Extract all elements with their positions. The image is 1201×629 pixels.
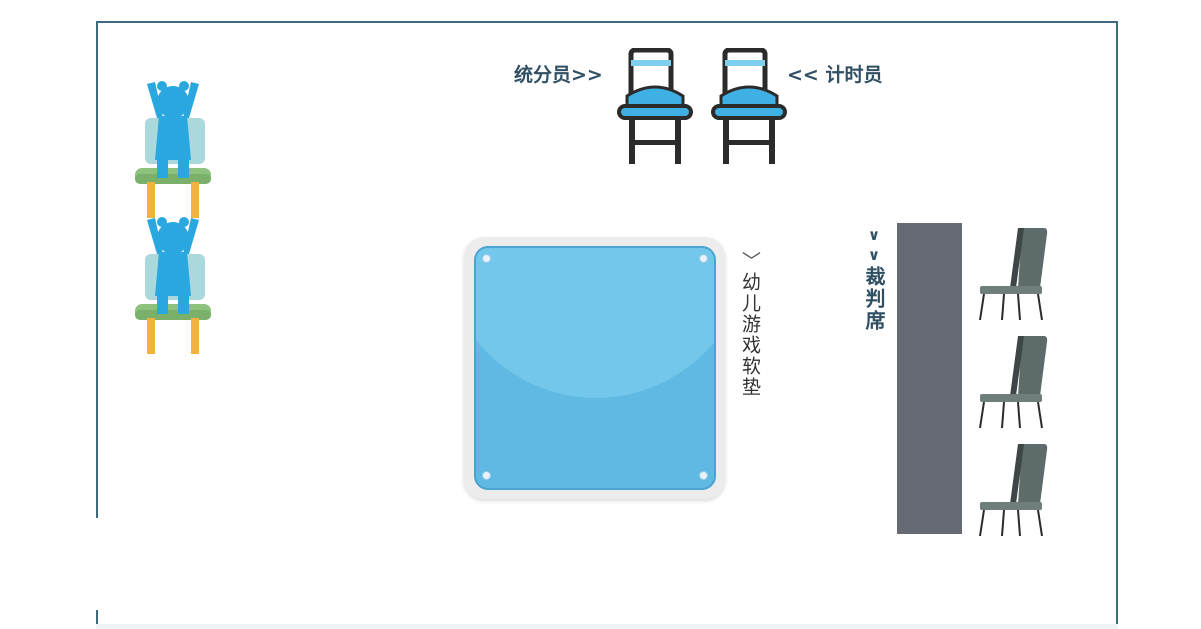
timer-label: << 计时员 (787, 64, 883, 86)
play-mat (474, 246, 716, 490)
play-mat-text: 幼儿游戏软垫 (739, 272, 761, 398)
official-chair-icon (711, 48, 787, 164)
child-on-chair-icon (135, 81, 211, 218)
judge-table (897, 223, 962, 534)
play-mat-label: ﹀幼儿游戏软垫 (737, 251, 764, 398)
screw-icon (699, 254, 708, 263)
layout-frame (96, 21, 1118, 629)
screw-icon (482, 254, 491, 263)
arrow-down-icon: ﹀ (739, 251, 761, 272)
screw-icon (699, 471, 708, 480)
judge-chair-icon (979, 336, 1048, 429)
judge-chair-icon (979, 444, 1048, 537)
scorer-label: 统分员>> (514, 64, 603, 86)
play-mat-highlight (476, 248, 714, 398)
judge-chair-icon (979, 228, 1048, 321)
judge-text: 裁判席 (862, 266, 886, 332)
official-chair-icon (617, 48, 693, 164)
screw-icon (482, 471, 491, 480)
frame-bottom-band (96, 624, 1118, 629)
judge-label: ∨∨裁判席 (860, 226, 889, 332)
double-arrow-down-icon: ∨∨ (865, 226, 883, 266)
child-on-chair-icon (135, 217, 211, 354)
frame-gap (92, 518, 100, 610)
